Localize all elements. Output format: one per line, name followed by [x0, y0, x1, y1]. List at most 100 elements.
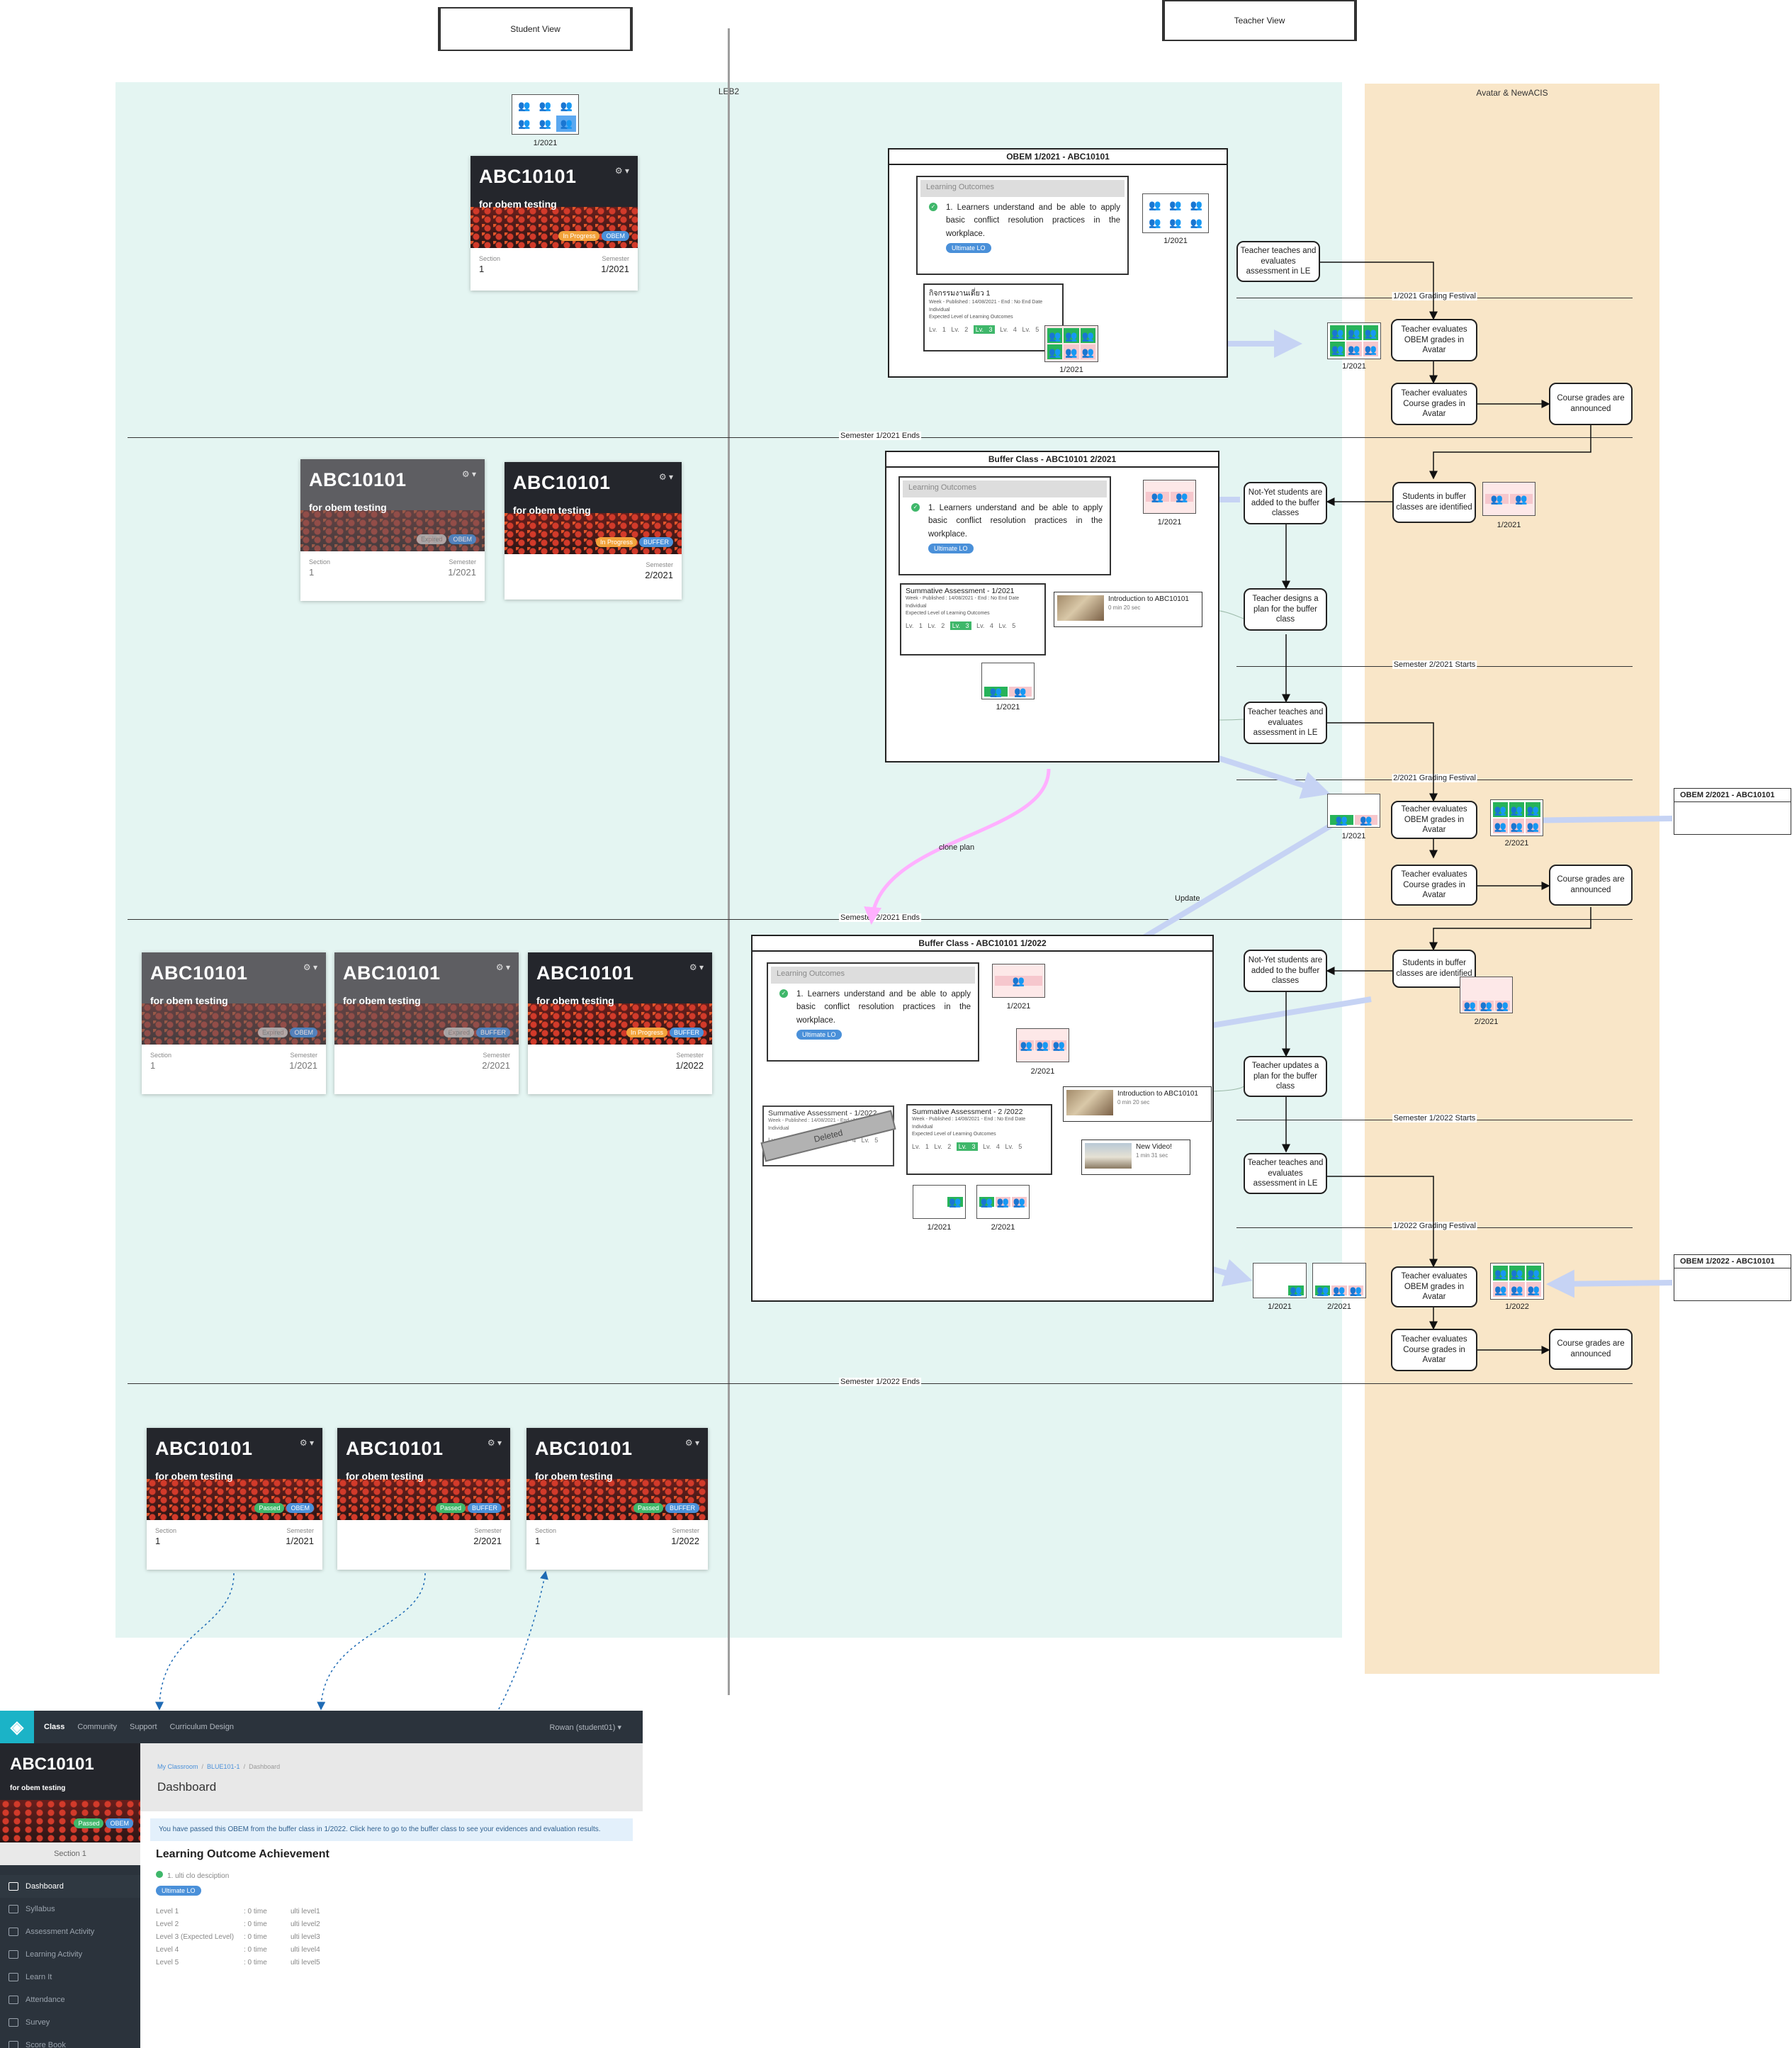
student-group-icon: 👥👥	[1327, 794, 1380, 828]
buffer-pass-notice[interactable]: You have passed this OBEM from the buffe…	[150, 1818, 633, 1841]
type-badge: BUFFER	[639, 537, 673, 547]
sidebar-item-score-book[interactable]: Score Book	[0, 2034, 140, 2048]
gear-icon[interactable]: ⚙ ▾	[684, 1438, 699, 1448]
gear-icon[interactable]: ⚙ ▾	[303, 962, 317, 972]
divider-grading-1-2022: 1/2022 Grading Festival	[1236, 1222, 1633, 1230]
grades-announced-step: Course grades are announced	[1549, 1329, 1633, 1370]
assessment-card[interactable]: Summative Assessment - 1/2021 Week - Pub…	[900, 583, 1046, 656]
gear-icon[interactable]: ⚙ ▾	[495, 962, 510, 972]
play-icon	[9, 1973, 18, 1981]
type-badge: OBEM	[449, 534, 476, 544]
student-group-icon: 👥👥👥	[1460, 977, 1513, 1013]
folder-icon	[9, 1950, 18, 1959]
gear-icon[interactable]: ⚙ ▾	[658, 472, 673, 482]
student-group-icon: 👥👥👥👥👥👥	[1327, 322, 1381, 359]
evaluate-obem-step: Teacher evaluates OBEM grades in Avatar	[1391, 801, 1477, 839]
gear-icon[interactable]: ⚙ ▾	[689, 962, 704, 972]
check-icon: ✓	[779, 989, 788, 998]
section-label: Section 1	[0, 1842, 140, 1865]
assessment-card[interactable]: Summative Assessment - 2 /2022 Week - Pu…	[906, 1104, 1052, 1175]
survey-icon	[9, 2018, 18, 2027]
view-divider	[728, 28, 730, 1695]
sidebar-item-learn-it[interactable]: Learn It	[0, 1966, 140, 1988]
main-content: My Classroom / BLUE101-1 / Dashboard Das…	[140, 1743, 643, 2048]
evaluate-course-step: Teacher evaluates Course grades in Avata…	[1391, 383, 1477, 425]
student-group-icon: 👥👥👥	[1016, 1028, 1069, 1062]
user-menu[interactable]: Rowan (student01) ▾	[549, 1723, 621, 1732]
gear-icon[interactable]: ⚙ ▾	[614, 166, 629, 176]
nav-class[interactable]: Class	[44, 1723, 65, 1731]
sidebar-item-dashboard[interactable]: Dashboard	[0, 1875, 140, 1898]
evaluate-course-step: Teacher evaluates Course grades in Avata…	[1391, 1329, 1477, 1371]
grades-announced-step: Course grades are announced	[1549, 383, 1633, 425]
student-group-icon: 👥👥👥👥👥👥	[1490, 1263, 1544, 1300]
learning-outcomes-box: Learning Outcomes ✓1. Learners understan…	[767, 962, 979, 1062]
student-group-icon: 👥👥👥👥👥👥	[1044, 325, 1098, 362]
type-badge: OBEM	[290, 1028, 317, 1037]
frame-title: Buffer Class - ABC10101 1/2022	[753, 936, 1212, 952]
grades-announced-step: Course grades are announced	[1549, 865, 1633, 906]
checkbox-icon	[9, 1996, 18, 2004]
evaluate-obem-step: Teacher evaluates OBEM grades in Avatar	[1391, 1266, 1477, 1307]
gear-icon[interactable]: ⚙ ▾	[299, 1438, 314, 1448]
student-group-icon: 👥👥	[1143, 480, 1196, 514]
student-group-icon: 👥	[913, 1185, 966, 1219]
obem-table: OBEM 1/2022 - ABC10101	[1674, 1254, 1791, 1301]
buffer-identified-step: Students in buffer classes are identifie…	[1392, 950, 1476, 988]
student-group-icon: 👥👥👥👥👥👥	[1142, 193, 1209, 233]
sidebar-item-learning-activity[interactable]: Learning Activity	[0, 1943, 140, 1966]
video-thumbnail	[1057, 595, 1104, 621]
status-badge: Passed	[633, 1503, 663, 1513]
status-badge: Passed	[254, 1503, 285, 1513]
divider-sem1-2022-ends: Semester 1/2022 Ends	[128, 1378, 1633, 1386]
app-logo[interactable]: ◈	[0, 1711, 34, 1743]
level-scale: Lv. 1 Lv. 2 Lv. 3 Lv. 4 Lv. 5	[912, 1142, 1022, 1151]
gear-icon[interactable]: ⚙ ▾	[461, 469, 476, 479]
student-group-icon: 👥👥👥	[1312, 1263, 1366, 1298]
sidebar-item-attendance[interactable]: Attendance	[0, 1988, 140, 2011]
nav-community[interactable]: Community	[77, 1723, 117, 1731]
gear-icon[interactable]: ⚙ ▾	[487, 1438, 502, 1448]
assessment-card[interactable]: กิจกรรมงานเดี่ยว 1 Week - Published : 14…	[923, 283, 1064, 351]
teacher-designs-step: Teacher designs a plan for the buffer cl…	[1244, 588, 1327, 631]
top-nav: ◈ Class Community Support Curriculum Des…	[0, 1711, 643, 1743]
type-badge: BUFFER	[670, 1028, 704, 1037]
check-icon: ✓	[929, 203, 937, 211]
video-item[interactable]: New Video!1 min 31 sec	[1081, 1140, 1190, 1175]
sidebar-item-syllabus[interactable]: Syllabus	[0, 1898, 140, 1920]
clone-plan-label: clone plan	[939, 843, 975, 852]
learning-outcomes-box: Learning Outcomes ✓1. Learners understan…	[898, 476, 1111, 575]
teacher-teaches-step: Teacher teaches and evaluates assessment…	[1244, 702, 1327, 744]
nav-curriculum[interactable]: Curriculum Design	[169, 1723, 234, 1731]
status-badge: In Progress	[558, 231, 600, 241]
level-scale: Lv. 1 Lv. 2 Lv. 3 Lv. 4 Lv. 5	[906, 621, 1016, 630]
card-subtitle: for obem testing	[479, 198, 557, 210]
type-badge: OBEM	[602, 231, 629, 241]
check-icon	[156, 1871, 163, 1878]
ultimate-lo-tag: Ultimate LO	[796, 1030, 842, 1040]
sidebar-item-assessment[interactable]: Assessment Activity	[0, 1920, 140, 1943]
status-badge: Expired	[257, 1028, 288, 1037]
sidebar-item-survey[interactable]: Survey	[0, 2011, 140, 2034]
nav-support[interactable]: Support	[129, 1723, 157, 1731]
status-badge: Expired	[444, 1028, 474, 1037]
status-badge: In Progress	[595, 537, 637, 547]
page-title: Dashboard	[157, 1780, 217, 1794]
